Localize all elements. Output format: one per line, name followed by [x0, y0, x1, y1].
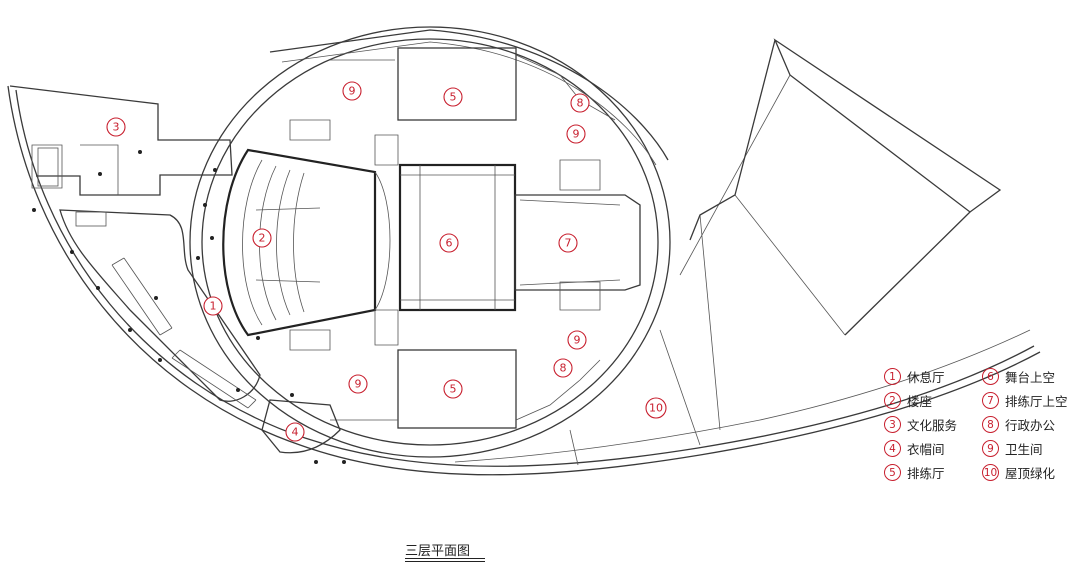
- legend-item-10: 10 屋顶绿化: [982, 462, 1055, 482]
- service-cores: [289, 119, 601, 351]
- svg-text:6: 6: [446, 237, 453, 250]
- legend-label: 排练厅: [907, 465, 945, 481]
- lobby-ramp: [59, 209, 261, 402]
- legend-number: 4: [884, 439, 901, 457]
- marker-8-office-north: 8: [570, 93, 590, 113]
- legend-item-4: 4 衣帽间: [884, 438, 945, 458]
- legend-item-9: 9 卫生间: [982, 438, 1043, 458]
- svg-text:9: 9: [574, 334, 581, 347]
- svg-text:1: 1: [210, 300, 217, 313]
- stage-rigging: [400, 165, 515, 310]
- svg-text:8: 8: [577, 97, 584, 110]
- stair-left: [37, 147, 59, 187]
- plan-title-underline-second: [405, 561, 485, 562]
- legend-label: 休息厅: [907, 369, 945, 385]
- rehearsal-void: [514, 194, 641, 291]
- rehearsal-hall-north: [397, 47, 517, 121]
- marker-6-stage-void: 6: [439, 233, 459, 253]
- rehearsal-hall-south: [397, 349, 517, 429]
- balcony-aisles: [255, 207, 321, 283]
- legend-label: 卫生间: [1005, 441, 1043, 457]
- roof-garden-outline: [773, 38, 1002, 213]
- cultural-service-rooms: [31, 144, 119, 195]
- roof-garden-edge: [454, 329, 1031, 463]
- marker-5-rehearsal-north: 5: [443, 87, 463, 107]
- balcony-outline: [222, 148, 377, 337]
- legend-number: 5: [884, 463, 901, 481]
- plan-title: 三层平面图: [405, 544, 471, 559]
- marker-3-cultural-service: 3: [106, 117, 126, 137]
- svg-text:9: 9: [573, 128, 580, 141]
- plan-title-underline: [405, 558, 485, 559]
- legend-label: 衣帽间: [907, 441, 945, 457]
- entry-arc: [269, 29, 669, 161]
- marker-4-cloakroom: 4: [285, 422, 305, 442]
- lift-lobby-left: [75, 211, 107, 227]
- legend-number: 2: [884, 391, 901, 409]
- escalator-upper: [111, 257, 173, 336]
- legend-item-2: 2 楼座: [884, 390, 932, 410]
- legend-label: 文化服务: [907, 417, 958, 433]
- main-ellipse-outer: [189, 26, 671, 458]
- svg-text:3: 3: [113, 121, 120, 134]
- main-ellipse-inner: [201, 38, 659, 446]
- escalator-lower: [171, 349, 257, 409]
- legend-number: 3: [884, 415, 901, 433]
- columns: [32, 150, 346, 464]
- svg-text:5: 5: [450, 383, 457, 396]
- legend-label: 行政办公: [1005, 417, 1056, 433]
- svg-text:2: 2: [259, 232, 266, 245]
- svg-text:8: 8: [560, 362, 567, 375]
- legend-number: 8: [982, 415, 999, 433]
- marker-1-foyer: 1: [203, 296, 223, 316]
- legend-number: 1: [884, 367, 901, 385]
- rehearsal-void-diagonal: [519, 199, 621, 286]
- svg-text:5: 5: [450, 91, 457, 104]
- marker-5-rehearsal-south: 5: [443, 379, 463, 399]
- entry-arc-inner: [281, 41, 657, 166]
- roof-garden-boundary: [689, 39, 971, 336]
- marker-9-restroom-north-right: 9: [566, 124, 586, 144]
- marker-9-restroom-north-left: 9: [342, 81, 362, 101]
- legend-item-3: 3 文化服务: [884, 414, 957, 434]
- svg-text:10: 10: [649, 402, 663, 415]
- outer-envelope-wall: [7, 85, 1041, 476]
- marker-7-rehearsal-void: 7: [558, 233, 578, 253]
- marker-9-restroom-south-right: 9: [567, 330, 587, 350]
- outer-envelope-wall-inner: [15, 89, 1035, 467]
- legend-number: 10: [982, 463, 999, 481]
- legend-item-7: 7 排练厅上空: [982, 390, 1068, 410]
- marker-10-roof-garden: 10: [645, 397, 667, 419]
- svg-text:7: 7: [565, 237, 572, 250]
- office-partitions: [330, 54, 616, 421]
- legend-item-5: 5 排练厅: [884, 462, 945, 482]
- marker-8-office-south: 8: [553, 358, 573, 378]
- marker-9-restroom-south-left: 9: [348, 374, 368, 394]
- stage-tower: [398, 163, 517, 312]
- svg-text:9: 9: [349, 85, 356, 98]
- legend-number: 7: [982, 391, 999, 409]
- legend-number: 9: [982, 439, 999, 457]
- legend-number: 6: [982, 367, 999, 385]
- legend-item-6: 6 舞台上空: [982, 366, 1055, 386]
- balcony-rows: [242, 159, 305, 326]
- legend-item-8: 8 行政办公: [982, 414, 1055, 434]
- cultural-service-wing: [9, 85, 233, 196]
- legend-label: 屋顶绿化: [1005, 465, 1056, 481]
- cloakroom-zone: [261, 399, 341, 454]
- marker-2-balcony: 2: [252, 228, 272, 248]
- legend-label: 舞台上空: [1005, 369, 1056, 385]
- proscenium-curve: [374, 171, 391, 311]
- svg-text:9: 9: [355, 378, 362, 391]
- legend-label: 排练厅上空: [1005, 393, 1068, 409]
- roof-garden-ribs: [569, 74, 846, 466]
- legend-item-1: 1 休息厅: [884, 366, 945, 386]
- legend-label: 楼座: [907, 393, 933, 409]
- svg-text:4: 4: [292, 426, 299, 439]
